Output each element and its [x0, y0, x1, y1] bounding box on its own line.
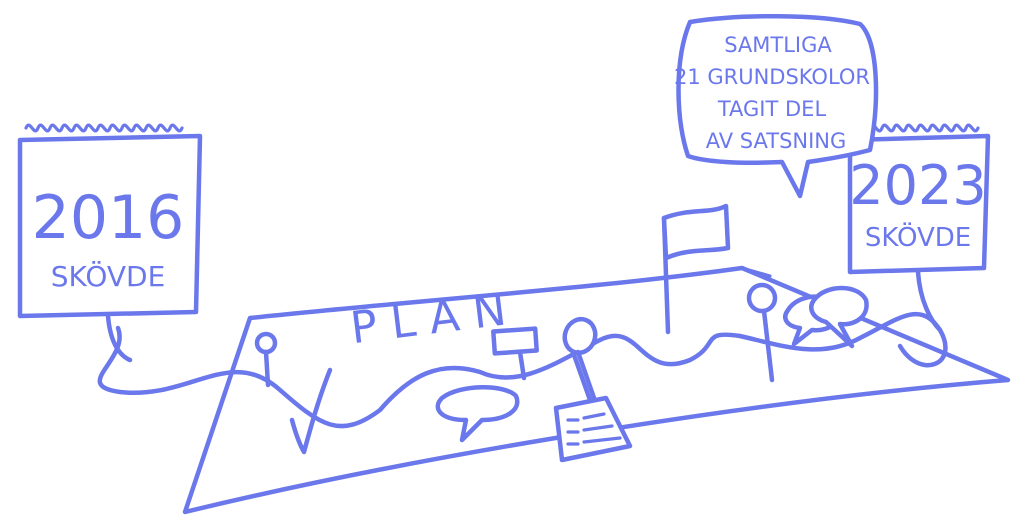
checkmark-icon [292, 370, 330, 452]
speech-bubble-line: AV SATSNING [706, 129, 847, 153]
speech-bubble-line: TAGIT DEL [717, 97, 827, 121]
calendar-left-year: 2016 [32, 183, 185, 253]
document-icon [556, 398, 630, 460]
road-line [918, 272, 940, 330]
map-icon [185, 268, 1008, 512]
pin-icon [749, 285, 775, 380]
signpost-icon [493, 329, 536, 378]
plan-title: P L A N [348, 285, 509, 355]
calendar-left-place: SKÖVDE [51, 259, 166, 293]
calendar-right-year: 2023 [849, 154, 986, 217]
speech-bubble-icon [785, 288, 866, 346]
speech-bubble-line: 21 GRUNDSKOLOR [674, 65, 870, 89]
speech-bubble-line: SAMTLIGA [724, 33, 832, 57]
speech-bubble-icon [438, 387, 517, 440]
calendar-right-place: SKÖVDE [865, 221, 971, 253]
